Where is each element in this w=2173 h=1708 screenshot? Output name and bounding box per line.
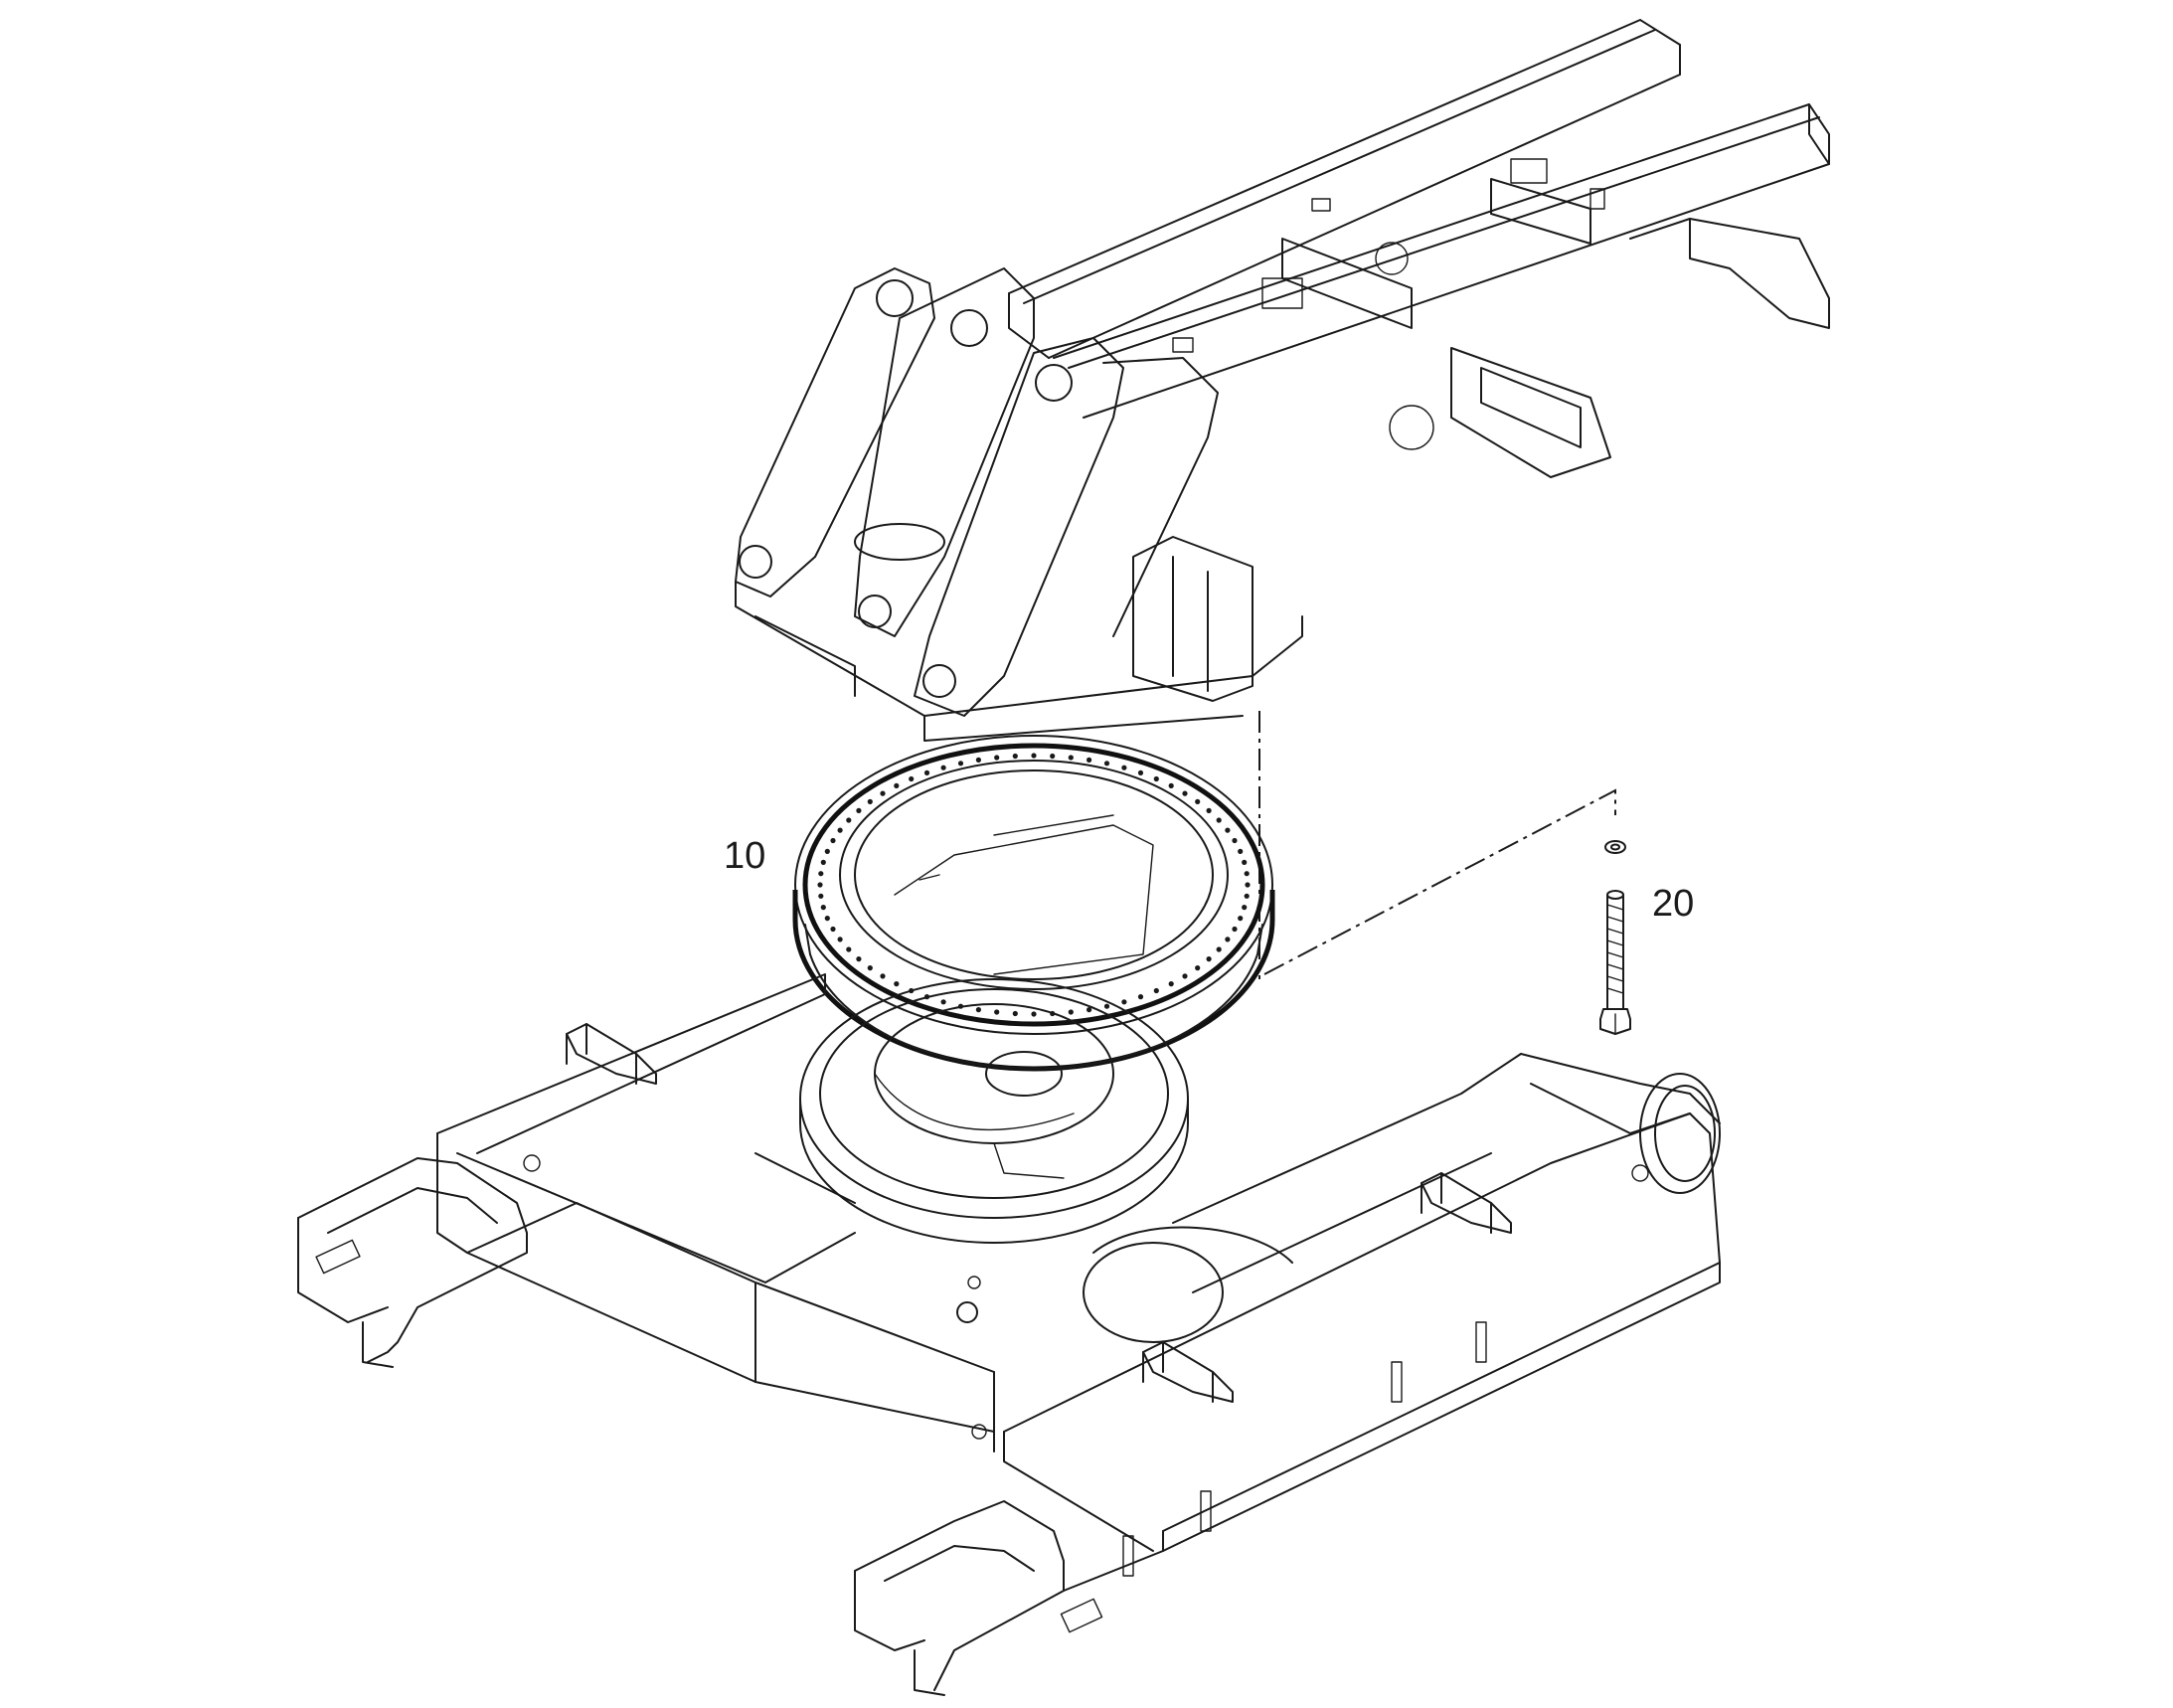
ring-bolt-hole — [1242, 859, 1248, 866]
ring-bolt-hole — [994, 1009, 1000, 1015]
ring-bolt-hole — [1137, 994, 1144, 1000]
ring-bolt-hole — [830, 837, 836, 844]
ring-bolt-hole — [923, 769, 930, 776]
ring-bolt-hole — [1244, 893, 1250, 899]
ring-bolt-hole — [975, 757, 982, 764]
ring-bolt-hole — [1153, 987, 1159, 994]
ring-bolt-hole — [940, 999, 946, 1005]
ring-bolt-hole — [880, 973, 886, 979]
alignment-lines — [1258, 711, 1616, 979]
ring-bolt-hole — [820, 905, 826, 911]
ring-bolt-hole — [880, 790, 886, 796]
ring-bolt-hole — [1225, 937, 1231, 942]
ring-bolt-hole — [1206, 956, 1212, 962]
ring-bolt-hole — [894, 782, 900, 789]
ring-bolt-hole — [1068, 755, 1074, 761]
ring-bolt-hole — [856, 807, 862, 814]
ring-bolt-hole — [1086, 757, 1092, 764]
ring-bolt-hole — [1168, 782, 1174, 789]
ring-bolt-hole — [1031, 1011, 1037, 1017]
slewing-ring — [792, 735, 1275, 1072]
ring-bolt-hole — [818, 871, 824, 877]
bolt-and-washer — [1599, 840, 1631, 1035]
ring-bolt-hole — [1244, 871, 1250, 877]
callout-20: 20 — [1652, 883, 1695, 925]
ring-bolt-hole — [1245, 882, 1251, 888]
ring-bolt-hole — [1195, 965, 1201, 971]
ring-bolt-hole — [1232, 837, 1238, 844]
ring-bolt-hole — [940, 765, 946, 770]
ring-bolt-hole — [824, 848, 830, 855]
ring-bolt-hole — [1068, 1009, 1074, 1015]
ring-bolt-hole — [994, 755, 1000, 761]
ring-bolt-hole — [1238, 848, 1244, 855]
ring-bolt-hole — [1216, 946, 1222, 952]
ring-bolt-hole — [867, 798, 873, 805]
ring-bolt-hole — [846, 946, 852, 952]
ring-bolt-hole — [1086, 1007, 1092, 1013]
ring-bolt-hole — [1050, 753, 1056, 760]
ring-bolt-hole — [817, 882, 823, 888]
ring-bolt-hole — [894, 981, 900, 987]
ring-bolt-hole — [846, 817, 852, 823]
ring-bolt-hole — [837, 827, 843, 833]
ring-bolt-hole — [1195, 798, 1201, 805]
ring-bolt-hole — [1153, 775, 1159, 782]
ring-bolt-hole — [1012, 1010, 1018, 1017]
ring-bolt-hole — [957, 761, 964, 767]
ring-bolt-hole — [830, 926, 836, 933]
lower-frame — [297, 973, 1721, 1696]
ring-bolt-hole — [1012, 753, 1018, 760]
ring-bolt-hole — [1121, 999, 1127, 1005]
ring-bolt-hole — [1103, 761, 1110, 767]
upper-frame — [735, 19, 1830, 742]
ring-bolt-hole — [1216, 817, 1222, 823]
ring-bolt-hole — [1232, 926, 1238, 933]
ring-bolt-hole — [1168, 981, 1174, 987]
ring-bolt-hole — [1121, 765, 1127, 770]
ring-bolt-hole — [1242, 905, 1248, 911]
ring-bolt-hole — [1103, 1003, 1110, 1009]
ring-bolt-holes — [817, 753, 1251, 1017]
ring-bolt-hole — [1137, 769, 1144, 776]
ring-bolt-hole — [1031, 753, 1037, 759]
ring-bolt-hole — [1225, 827, 1231, 833]
ring-bolt-hole — [856, 956, 862, 962]
ring-bolt-hole — [867, 965, 873, 971]
ring-bolt-hole — [1182, 973, 1188, 979]
ring-bolt-hole — [824, 916, 830, 922]
ring-bolt-hole — [1182, 790, 1188, 796]
ring-bolt-hole — [1206, 807, 1212, 814]
ring-bolt-hole — [975, 1007, 982, 1013]
ring-bolt-hole — [818, 893, 824, 899]
ring-bolt-hole — [837, 937, 843, 942]
ring-bolt-hole — [820, 859, 826, 866]
callout-10: 10 — [724, 835, 766, 877]
ring-bolt-hole — [1238, 916, 1244, 922]
ring-bolt-hole — [909, 775, 915, 782]
